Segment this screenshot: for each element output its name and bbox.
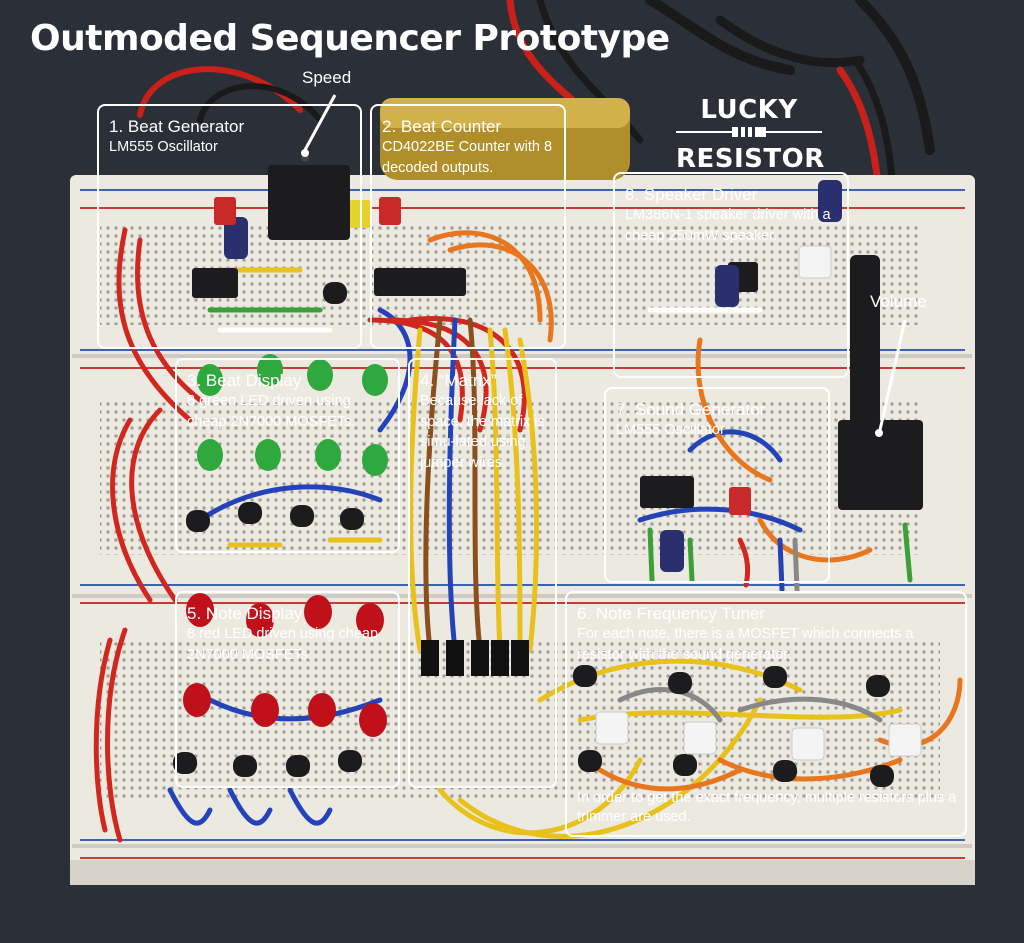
jumper-plug bbox=[471, 640, 489, 676]
transistor bbox=[290, 505, 314, 527]
green-led bbox=[307, 359, 333, 391]
section-matrix: 4. “Matrix” Because lack of space, the m… bbox=[408, 358, 557, 788]
transistor bbox=[186, 510, 210, 532]
section-text: LM555 Oscillator bbox=[109, 139, 218, 155]
green-led bbox=[197, 364, 223, 396]
red-led bbox=[183, 683, 211, 717]
section-text: 8 red LED driven using cheap 2N7000 MOSF… bbox=[187, 626, 379, 663]
lucky-resistor-logo: LUCKY RESISTOR bbox=[676, 95, 825, 174]
red-led bbox=[356, 603, 384, 637]
speed-callout: Speed bbox=[302, 68, 352, 87]
section-beat-display: 3. Beat Display 8 green LED driven using… bbox=[175, 358, 400, 553]
red-led bbox=[359, 703, 387, 737]
jumper-wires bbox=[93, 227, 963, 843]
section-text: CD4022BE Counter with 8 decoded outputs. bbox=[382, 139, 553, 176]
red-led bbox=[251, 693, 279, 727]
transistor bbox=[773, 760, 797, 782]
section-text: LM386N-1 speaker driver with a cheap 250… bbox=[625, 207, 831, 244]
transistor bbox=[338, 750, 362, 772]
green-led bbox=[197, 439, 223, 471]
board-seam bbox=[72, 844, 972, 848]
capacitor bbox=[660, 530, 684, 572]
transistor bbox=[763, 666, 787, 688]
logo-line-1: LUCKY bbox=[700, 95, 798, 125]
section-sound-generator: 7. Sound Generator LM555 Oscillator bbox=[604, 387, 830, 583]
trimmer bbox=[791, 727, 825, 761]
capacitor bbox=[224, 217, 248, 259]
logo-line-2: RESISTOR bbox=[676, 144, 825, 174]
section-text: 8 green LED driven using cheap 2N7000 MO… bbox=[187, 393, 356, 430]
section-beat-generator: 1. Beat Generator LM555 Oscillator bbox=[97, 104, 362, 349]
transistor bbox=[286, 755, 310, 777]
section-beat-counter: 2. Beat Counter CD4022BE Counter with 8 … bbox=[370, 104, 566, 349]
section-note-display: 5. Note Display 8 red LED driven using c… bbox=[175, 591, 400, 788]
trimmer bbox=[683, 721, 717, 755]
capacitor-small bbox=[729, 487, 751, 515]
red-led bbox=[304, 595, 332, 629]
capacitor bbox=[715, 265, 739, 307]
green-led bbox=[257, 354, 283, 386]
jumper-plug bbox=[446, 640, 464, 676]
transistor bbox=[233, 755, 257, 777]
red-led bbox=[308, 693, 336, 727]
red-led bbox=[186, 593, 214, 627]
capacitor-small bbox=[214, 197, 236, 225]
transistor bbox=[866, 675, 890, 697]
transistor bbox=[323, 282, 347, 304]
transistor bbox=[340, 508, 364, 530]
section-heading: 1. Beat Generator bbox=[109, 117, 245, 136]
green-led bbox=[362, 444, 388, 476]
section-heading: 4. “Matrix” bbox=[420, 371, 497, 390]
volume-callout: Volume bbox=[870, 292, 927, 311]
components bbox=[173, 180, 922, 787]
red-led bbox=[246, 603, 274, 637]
hole-grid bbox=[100, 400, 920, 555]
page-title: Outmoded Sequencer Prototype bbox=[30, 18, 670, 59]
resistor-logo-icon bbox=[676, 127, 822, 137]
jumper-plug bbox=[511, 640, 529, 676]
top-cables bbox=[137, 0, 935, 244]
trimmer bbox=[595, 711, 629, 745]
capacitor bbox=[818, 180, 842, 222]
transistor bbox=[238, 502, 262, 524]
section-heading: 3. Beat Display bbox=[187, 371, 302, 390]
section-text-bottom: In order to get the exact frequency, mul… bbox=[577, 790, 957, 825]
transistor bbox=[578, 750, 602, 772]
green-led bbox=[315, 439, 341, 471]
green-led bbox=[362, 364, 388, 396]
transistor bbox=[668, 672, 692, 694]
transistor bbox=[673, 754, 697, 776]
section-heading: 2. Beat Counter bbox=[382, 117, 502, 136]
section-heading: 6. Note Frequency Tuner bbox=[577, 604, 766, 623]
section-text: Because lack of space, the matrix is sim… bbox=[420, 393, 545, 471]
ic-chip bbox=[640, 476, 694, 508]
section-heading: 8. Speaker Driver bbox=[625, 185, 758, 204]
section-text: LM555 Oscillator bbox=[616, 422, 725, 438]
trimmer bbox=[888, 723, 922, 757]
section-note-frequency-tuner: 6. Note Frequency Tuner For each note, t… bbox=[565, 591, 967, 837]
ic-chip bbox=[374, 268, 466, 296]
green-led bbox=[255, 439, 281, 471]
jumper-plug bbox=[491, 640, 509, 676]
transistor bbox=[573, 665, 597, 687]
section-heading: 7. Sound Generator bbox=[616, 400, 766, 419]
volume-potentiometer bbox=[838, 255, 923, 510]
ic-chip bbox=[192, 268, 238, 298]
section-speaker-driver: 8. Speaker Driver LM386N-1 speaker drive… bbox=[613, 172, 849, 378]
jumper-plug bbox=[421, 640, 439, 676]
capacitor-small bbox=[379, 197, 401, 225]
transistor bbox=[173, 752, 197, 774]
section-heading: 5. Note Display bbox=[187, 604, 303, 623]
transistor bbox=[870, 765, 894, 787]
trimmer bbox=[798, 245, 832, 279]
section-text: For each note, there is a MOSFET which c… bbox=[577, 626, 914, 663]
